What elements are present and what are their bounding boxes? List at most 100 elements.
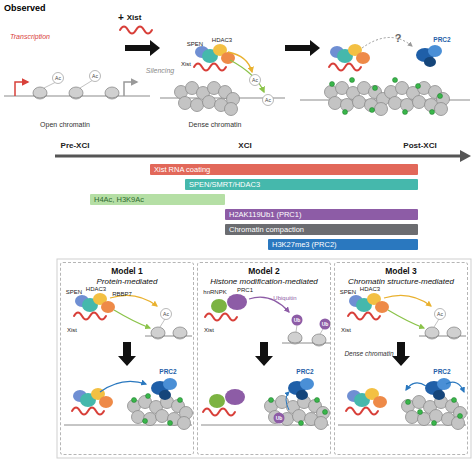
model-3-art — [348, 293, 389, 320]
mark-label: Ub — [276, 416, 283, 421]
post-xci-chromatin — [403, 110, 408, 115]
open-chromatin — [15, 82, 28, 96]
model-3-art — [338, 293, 467, 430]
model-1-art — [64, 293, 193, 430]
model-1-art — [128, 396, 193, 430]
mark-label: Ac — [265, 98, 271, 103]
timeline-arrow — [55, 155, 462, 158]
timeline-bar: H3K27me3 (PRC2) — [268, 239, 418, 250]
box-heading: H3K27me3 (PRC2) — [272, 239, 418, 250]
state-label: Dense chromatin — [344, 351, 393, 358]
open-chromatin — [105, 87, 119, 99]
mark-label: Ub — [294, 318, 301, 323]
process-label: Transcription — [10, 33, 50, 40]
state-label: Dense chromatin — [189, 121, 242, 128]
model-3-art — [435, 309, 446, 320]
post-xci-chromatin — [430, 110, 435, 115]
model-1-art — [146, 394, 151, 399]
model-3-art — [458, 414, 463, 419]
post-xci-chromatin — [370, 108, 375, 113]
open-chromatin — [69, 87, 83, 99]
post-xci-chromatin — [416, 45, 442, 67]
open-chromatin — [53, 73, 64, 84]
model-1-art — [118, 342, 136, 366]
model-3-art — [406, 398, 463, 426]
post-xci-chromatin — [438, 94, 443, 99]
model-2-art — [201, 294, 331, 430]
box-heading: SPEN/SMRT/HDAC3 — [189, 179, 418, 190]
mark-label: Ac — [55, 76, 61, 81]
model-1-art — [160, 319, 165, 327]
model-2-art — [255, 342, 273, 366]
model-3-art — [447, 327, 461, 339]
open-chromatin — [4, 71, 150, 100]
rna-label: Xist — [341, 327, 351, 333]
timeline-bar: SPEN/SMRT/HDAC3 — [185, 179, 418, 190]
box-heading: Model 2 — [198, 266, 330, 277]
protein-label: SPEN — [340, 289, 356, 295]
model-1-art — [74, 293, 115, 320]
post-xci-chromatin — [325, 82, 390, 116]
model-2-art — [286, 392, 289, 410]
post-xci-chromatin — [362, 37, 412, 48]
model-2-art — [320, 319, 331, 330]
models-panel — [57, 259, 471, 458]
state-label: Open chromatin — [40, 121, 90, 128]
box-heading: Model 1 — [61, 266, 193, 277]
model-2-art — [269, 398, 274, 403]
stage-label: Pre-XCI — [61, 142, 90, 150]
box-subtitle: Protein-mediated — [61, 277, 193, 287]
open-chromatin — [44, 82, 56, 88]
mark-label: Ub — [322, 322, 329, 327]
mark-label: Ac — [437, 312, 443, 317]
model-2-art — [265, 396, 330, 430]
model-1-art — [132, 398, 137, 403]
protein-label: HDAC3 — [86, 286, 106, 292]
model-3-art — [384, 295, 431, 306]
model-3-art — [406, 400, 411, 405]
post-xci-chromatin — [416, 84, 421, 89]
rna-label: Xist — [204, 327, 214, 333]
models-panel — [57, 259, 471, 458]
open-chromatin — [33, 87, 47, 99]
operator-symbol: + — [118, 13, 124, 23]
silencing-chromatin — [230, 60, 264, 92]
protein-label: PRC2 — [159, 369, 176, 376]
post-xci-chromatin — [329, 44, 370, 71]
model-2-art — [323, 410, 328, 415]
protein-label: hnRNPK — [203, 289, 226, 295]
open-chromatin — [80, 80, 93, 88]
model-3-art — [418, 410, 423, 415]
model-1-art — [161, 309, 172, 320]
mark-label: Ac — [252, 78, 258, 83]
mark-label: Ac — [163, 312, 169, 317]
model-3-art — [452, 398, 457, 403]
timeline-bar: Xist RNA coating — [150, 164, 418, 175]
box-subtitle: Histone modification-mediated — [198, 277, 330, 287]
post-xci-chromatin — [393, 78, 398, 83]
model-1-art — [178, 398, 183, 403]
rna-label: Xist — [127, 14, 142, 22]
box-heading: Xist RNA coating — [154, 164, 418, 175]
model-2-art — [299, 421, 304, 426]
silencing-chromatin — [194, 44, 235, 71]
protein-label: SPEN — [187, 41, 203, 47]
timeline-arrow — [460, 150, 471, 162]
model-2-art — [205, 294, 247, 321]
model-3-art — [425, 378, 451, 400]
question-mark: ? — [395, 33, 402, 44]
rna-label: Xist — [181, 61, 191, 67]
box-subtitle: Chromatin structure-mediated — [335, 277, 467, 287]
stage-label: XCI — [238, 142, 251, 150]
model-2-art — [320, 329, 323, 334]
mark-label: Ac — [92, 74, 98, 79]
post-xci-chromatin — [330, 78, 443, 115]
timeline-bar: Chromatin compaction — [225, 224, 418, 235]
model-3-art — [346, 388, 387, 415]
post-xci-chromatin — [350, 78, 355, 83]
model-3-art — [446, 382, 464, 392]
silencing-chromatin — [175, 82, 240, 116]
xist-addition — [120, 27, 160, 57]
model-2-art — [203, 389, 245, 416]
